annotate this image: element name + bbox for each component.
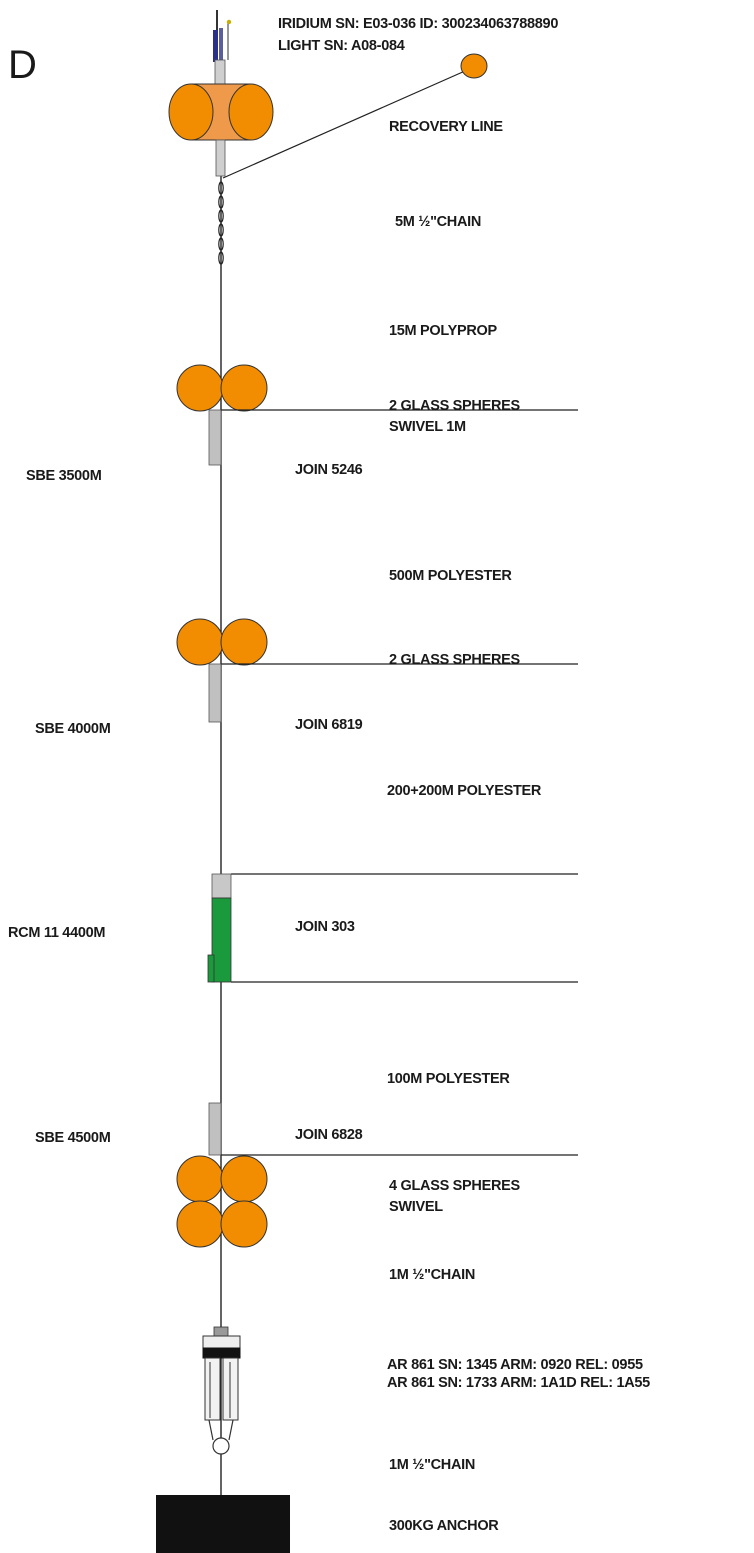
sbe-2-label: SBE 4000M bbox=[35, 721, 111, 737]
chain-bottom-label: 1M ½"CHAIN bbox=[389, 1457, 475, 1473]
glass-spheres-icon bbox=[176, 618, 268, 666]
join-1-label: JOIN 5246 bbox=[295, 462, 363, 478]
join-2-label: JOIN 6819 bbox=[295, 717, 363, 733]
rcm-current-meter-icon bbox=[207, 873, 232, 983]
chain-mid-label: 1M ½"CHAIN bbox=[389, 1267, 475, 1283]
glass-spheres-icon bbox=[176, 1155, 268, 1248]
recovery-line-label: RECOVERY LINE bbox=[389, 119, 503, 135]
release-2-label: AR 861 SN: 1733 ARM: 1A1D REL: 1A55 bbox=[387, 1375, 650, 1391]
join-4-label: JOIN 6828 bbox=[295, 1127, 363, 1143]
release-1-label: AR 861 SN: 1345 ARM: 0920 REL: 0955 bbox=[387, 1357, 643, 1373]
chain-icon bbox=[218, 181, 224, 265]
spheres-2-label: 2 GLASS SPHERES bbox=[389, 652, 520, 668]
polyester-2-label: 200+200M POLYESTER bbox=[387, 783, 542, 799]
glass-spheres-icon bbox=[176, 364, 268, 412]
polyester-1-label: 500M POLYESTER bbox=[389, 568, 512, 584]
sbe-instrument-icon bbox=[208, 663, 222, 723]
anchor-icon bbox=[156, 1495, 290, 1553]
sbe-instrument-icon bbox=[208, 1102, 222, 1156]
swivel-2-label: SWIVEL bbox=[389, 1199, 443, 1215]
spheres-1-label: 2 GLASS SPHERES bbox=[389, 398, 520, 414]
join-3-label: JOIN 303 bbox=[295, 919, 355, 935]
light-label: LIGHT SN: A08-084 bbox=[278, 38, 405, 54]
polyprop-label: 15M POLYPROP bbox=[389, 323, 498, 339]
recovery-float-icon bbox=[460, 53, 488, 79]
panel-letter: D bbox=[8, 43, 37, 87]
surface-buoy-icon bbox=[168, 59, 274, 177]
chain-top-label: 5M ½"CHAIN bbox=[395, 214, 481, 230]
anchor-label: 300KG ANCHOR bbox=[389, 1518, 499, 1534]
iridium-label: IRIDIUM SN: E03-036 ID: 300234063788890 bbox=[278, 16, 558, 32]
sbe-1-label: SBE 3500M bbox=[26, 468, 102, 484]
sbe-instrument-icon bbox=[208, 409, 222, 466]
swivel-1-label: SWIVEL 1M bbox=[389, 419, 466, 435]
sbe-3-label: SBE 4500M bbox=[35, 1130, 111, 1146]
spheres-3-label: 4 GLASS SPHERES bbox=[389, 1178, 520, 1194]
polyester-3-label: 100M POLYESTER bbox=[387, 1071, 510, 1087]
acoustic-release-icon bbox=[202, 1326, 241, 1455]
recovery-line bbox=[222, 66, 475, 179]
rcm-label: RCM 11 4400M bbox=[8, 925, 105, 941]
